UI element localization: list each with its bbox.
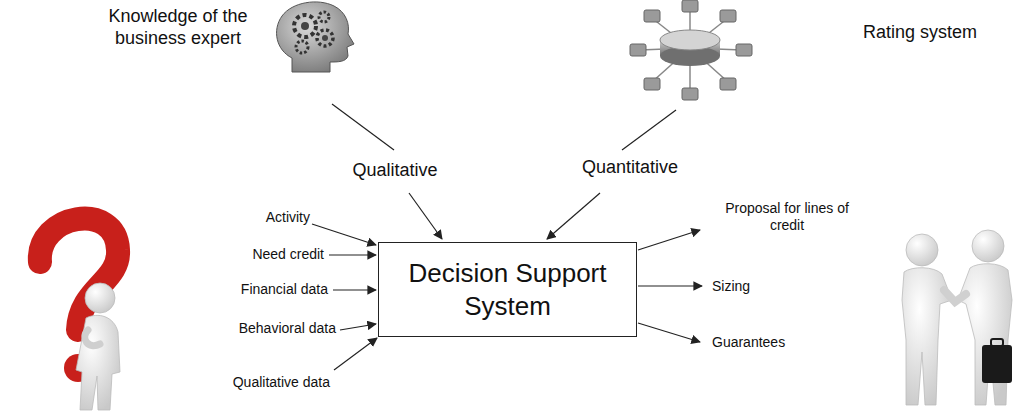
figure-head [906, 234, 938, 266]
flow-label: Quantitative [565, 157, 695, 179]
input-arrow [547, 193, 600, 239]
question-mark-curve [40, 219, 118, 330]
figure-head [972, 230, 1004, 262]
source-label: Rating system [845, 22, 995, 44]
briefcase [982, 345, 1012, 383]
output-label: Proposal for lines of credit [712, 200, 862, 234]
figure-body [76, 315, 120, 410]
input-arrow [333, 289, 376, 290]
network-device [644, 78, 660, 90]
figure-arm [85, 330, 100, 346]
input-label: Qualitative data [180, 374, 330, 391]
network-devices [630, 0, 752, 100]
head-silhouette [277, 2, 354, 72]
gear [294, 15, 316, 37]
input-arrow [329, 254, 376, 255]
input-arrow [334, 338, 377, 370]
expert-head-icon [277, 2, 354, 72]
briefcase-handle [991, 339, 1003, 346]
input-arrow [409, 193, 442, 239]
question-figure [40, 219, 120, 410]
input-label: Behavioral data [190, 320, 336, 337]
figure-head [85, 283, 115, 313]
flow-label: Qualitative [335, 160, 455, 182]
gear [296, 41, 308, 53]
output-label: Sizing [712, 278, 822, 295]
input-label: Need credit [190, 246, 324, 263]
output-arrow [638, 230, 700, 250]
network-links [640, 8, 742, 92]
box-title: Decision Support System [393, 257, 622, 322]
gear [317, 30, 333, 46]
gear-hub [322, 35, 328, 41]
output-arrow [638, 285, 702, 286]
server-disk-top [660, 30, 720, 50]
figure-body [958, 264, 1012, 405]
network-device [720, 10, 736, 22]
output-label: Guarantees [712, 334, 832, 351]
network-device [736, 44, 752, 56]
output-arrow [638, 323, 700, 342]
leader-line [332, 104, 394, 150]
process-box: Decision Support System [378, 242, 637, 337]
flow-arrows [312, 104, 702, 370]
source-label: Knowledge of the business expert [88, 6, 268, 49]
network-device [682, 88, 698, 100]
network-device [644, 10, 660, 22]
handshake-figures [902, 230, 1012, 405]
rating-network-icon [630, 0, 752, 100]
network-device [682, 0, 698, 12]
input-arrow [312, 224, 376, 245]
gear-hub [301, 22, 309, 30]
network-device [630, 44, 646, 56]
input-label: Activity [190, 209, 310, 226]
input-label: Financial data [190, 281, 328, 298]
network-device [720, 78, 736, 90]
gear [319, 12, 329, 22]
handshake-hands [944, 290, 966, 302]
input-arrow [340, 324, 376, 330]
leader-line [622, 110, 676, 150]
